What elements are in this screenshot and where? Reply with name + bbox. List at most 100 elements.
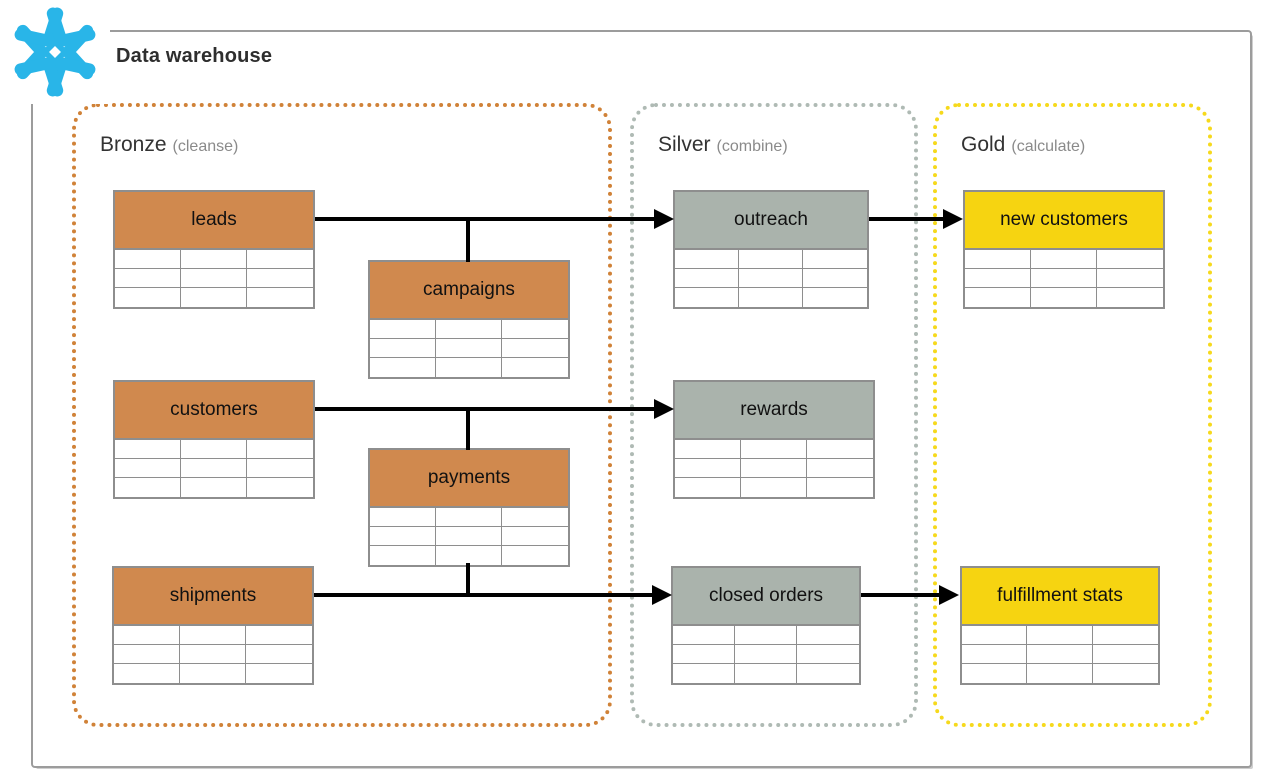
- table-shipments-label: shipments: [169, 585, 257, 606]
- table-cell: [115, 459, 181, 478]
- table-campaigns-header: campaigns: [370, 262, 568, 320]
- table-payments-label: payments: [427, 467, 511, 488]
- table-cell: [675, 440, 741, 459]
- table-cell: [115, 269, 181, 288]
- table-cell: [180, 664, 246, 683]
- table-cell: [675, 250, 739, 269]
- table-cell: [246, 626, 312, 645]
- table-leads-body: [115, 250, 313, 307]
- table-cell: [115, 250, 181, 269]
- table-new-customers-label: new customers: [1000, 209, 1128, 230]
- section-gold: Gold(calculate): [933, 103, 1212, 727]
- table-cell: [1097, 288, 1163, 307]
- arrow-leads-outreach-head: [654, 209, 674, 229]
- table-cell: [962, 645, 1028, 664]
- table-leads-label: leads: [191, 209, 237, 230]
- table-outreach-body: [675, 250, 867, 307]
- table-cell: [675, 459, 741, 478]
- table-cell: [1031, 250, 1097, 269]
- arrow-outreach-new-customers-head: [943, 209, 963, 229]
- arrow-shipments-closed-orders-head: [652, 585, 672, 605]
- section-silver: Silver(combine): [630, 103, 918, 727]
- table-cell: [181, 269, 247, 288]
- connector-campaigns-branch: [466, 217, 470, 262]
- table-cell: [803, 269, 867, 288]
- table-cell: [739, 269, 803, 288]
- table-cell: [370, 546, 436, 565]
- table-rewards-label: rewards: [740, 399, 808, 420]
- arrow-closed-orders-fulfillment-line: [861, 593, 941, 597]
- page-title: Data warehouse: [116, 45, 273, 67]
- table-cell: [180, 626, 246, 645]
- table-cell: [675, 288, 739, 307]
- table-cell: [115, 440, 181, 459]
- table-cell: [181, 250, 247, 269]
- table-fulfillment-stats-header: fulfillment stats: [962, 568, 1158, 626]
- table-cell: [115, 478, 181, 497]
- table-cell: [965, 288, 1031, 307]
- table-shipments-body: [114, 626, 312, 683]
- table-closed-orders: closed orders: [671, 566, 861, 685]
- table-cell: [1031, 288, 1097, 307]
- snowflake-logo-icon: [14, 7, 96, 97]
- table-cell: [181, 478, 247, 497]
- table-cell: [502, 320, 568, 339]
- table-cell: [673, 664, 735, 683]
- table-cell: [797, 645, 859, 664]
- table-campaigns-label: campaigns: [423, 279, 515, 300]
- table-cell: [673, 645, 735, 664]
- table-cell: [797, 626, 859, 645]
- table-closed-orders-label: closed orders: [708, 585, 824, 606]
- table-cell: [114, 626, 180, 645]
- table-cell: [114, 664, 180, 683]
- table-cell: [965, 250, 1031, 269]
- table-payments-header: payments: [370, 450, 568, 508]
- table-fulfillment-stats: fulfillment stats: [960, 566, 1160, 685]
- table-cell: [247, 478, 313, 497]
- table-cell: [735, 626, 797, 645]
- arrow-outreach-new-customers-line: [869, 217, 945, 221]
- table-cell: [1097, 269, 1163, 288]
- table-cell: [247, 269, 313, 288]
- table-cell: [502, 527, 568, 546]
- arrow-customers-rewards-head: [654, 399, 674, 419]
- arrow-leads-outreach-line: [315, 217, 656, 221]
- table-cell: [1092, 664, 1158, 683]
- table-cell: [370, 339, 436, 358]
- table-outreach-label: outreach: [734, 209, 808, 230]
- table-new-customers: new customers: [963, 190, 1165, 309]
- table-cell: [436, 527, 502, 546]
- table-closed-orders-body: [673, 626, 859, 683]
- table-cell: [962, 626, 1028, 645]
- section-gold-subtitle: (calculate): [1011, 138, 1086, 155]
- table-cell: [1027, 626, 1093, 645]
- table-cell: [803, 250, 867, 269]
- table-cell: [502, 358, 568, 377]
- section-silver-subtitle: (combine): [716, 138, 788, 155]
- table-cell: [502, 546, 568, 565]
- table-cell: [675, 269, 739, 288]
- table-customers: customers: [113, 380, 315, 499]
- table-cell: [181, 459, 247, 478]
- table-cell: [436, 508, 502, 527]
- table-rewards: rewards: [673, 380, 875, 499]
- table-leads-header: leads: [115, 192, 313, 250]
- table-new-customers-header: new customers: [965, 192, 1163, 250]
- table-cell: [370, 358, 436, 377]
- table-cell: [247, 250, 313, 269]
- arrow-shipments-closed-orders-line: [314, 593, 654, 597]
- table-cell: [739, 250, 803, 269]
- table-leads: leads: [113, 190, 315, 309]
- table-rewards-body: [675, 440, 873, 497]
- table-outreach: outreach: [673, 190, 869, 309]
- table-shipments: shipments: [112, 566, 314, 685]
- table-cell: [247, 459, 313, 478]
- table-cell: [436, 320, 502, 339]
- table-cell: [735, 645, 797, 664]
- table-cell: [741, 478, 807, 497]
- table-cell: [1092, 645, 1158, 664]
- section-gold-label: Gold(calculate): [961, 133, 1085, 157]
- section-bronze: Bronze(cleanse): [72, 103, 612, 727]
- table-cell: [114, 645, 180, 664]
- table-payments: payments: [368, 448, 570, 567]
